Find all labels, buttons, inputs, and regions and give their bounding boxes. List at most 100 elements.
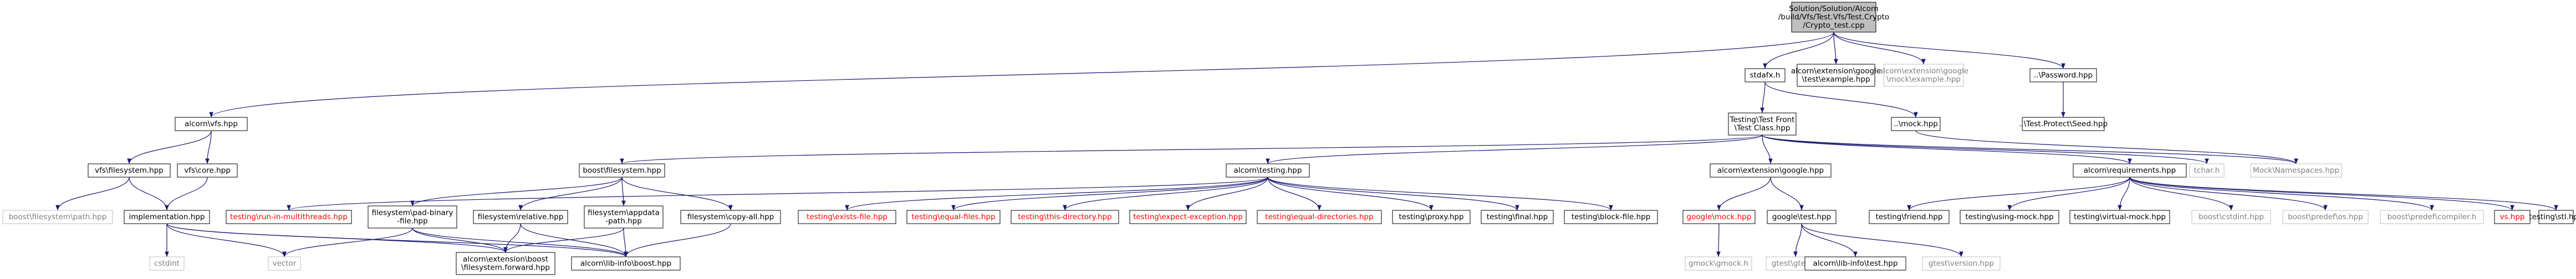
node-label: filesystem\copy-all.hpp	[687, 213, 774, 221]
node-fs-relative[interactable]: filesystem\relative.hpp	[473, 210, 568, 224]
node-box	[473, 210, 568, 224]
node-box	[1481, 210, 1554, 224]
node-box	[268, 256, 301, 271]
node-root[interactable]: Solution/Solution/Alcorn/build/Vfs/Test.…	[1778, 2, 1889, 33]
node-label: google\test.hpp	[1772, 213, 1831, 221]
node-box	[2029, 68, 2097, 82]
node-t-friend[interactable]: testing\friend.hpp	[1869, 210, 1950, 224]
edge-root-to-gtest_example	[1833, 32, 1838, 65]
node-t-block-file[interactable]: testing\block-file.hpp	[1564, 210, 1658, 224]
node-boost-filesystem-hpp[interactable]: boost\filesystem.hpp	[579, 163, 665, 178]
node-box	[571, 256, 681, 271]
node-password[interactable]: ..\Password.hpp	[2029, 68, 2097, 82]
node-label: ..\Test.Protect\Seed.hpp	[2019, 120, 2108, 128]
edge-boost_filesystem_hpp-to-fs_relative	[518, 177, 623, 211]
node-label: -path.hpp	[605, 217, 642, 226]
node-label: Mock\Namespaces.hpp	[2253, 166, 2339, 175]
edge-google_test-to-gtest_gtest	[1793, 223, 1802, 257]
edge-boost_filesystem_hpp-to-fs_pad_binary	[410, 177, 623, 206]
node-label: implementation.hpp	[129, 213, 205, 221]
node-t-final[interactable]: testing\final.hpp	[1481, 210, 1554, 224]
node-label: boost\predef\os.hpp	[2288, 213, 2363, 221]
node-box	[1257, 210, 1382, 224]
node-box	[1804, 256, 1906, 271]
node-alcorn-ext-google[interactable]: alcorn\extension\google.hpp	[1710, 163, 1832, 178]
node-seed-hpp[interactable]: ..\Test.Protect\Seed.hpp	[2019, 117, 2108, 131]
edge-testing_test_front-to-tchar	[1762, 135, 2209, 164]
node-box	[798, 210, 896, 224]
node-google-mock[interactable]: google\mock.hpp	[1682, 210, 1756, 224]
node-fs-copy-all[interactable]: filesystem\copy-all.hpp	[680, 210, 781, 224]
node-boost-predef-os: boost\predef\os.hpp	[2282, 210, 2369, 224]
node-vfs-core[interactable]: vfs\core.hpp	[177, 163, 238, 178]
node-label: boost\cstdint.hpp	[2198, 213, 2264, 221]
node-t-proxy[interactable]: testing\proxy.hpp	[1392, 210, 1471, 224]
node-label: alcorn\extension\boost	[463, 255, 548, 264]
edge-testing_test_front-to-alcorn_ext_google	[1762, 135, 1773, 164]
node-box	[1710, 163, 1832, 178]
node-alcorn-requirements[interactable]: alcorn\requirements.hpp	[2073, 163, 2187, 178]
node-label: \filesystem.forward.hpp	[461, 264, 550, 272]
node-t-equal-directories[interactable]: testing\equal-directories.hpp	[1257, 210, 1382, 224]
edge-google_test-to-lib_info_test	[1801, 223, 1858, 257]
node-box	[680, 210, 781, 224]
node-t-this-directory[interactable]: testing\this-directory.hpp	[1011, 210, 1119, 224]
node-vfs-hpp[interactable]: alcorn\vfs.hpp	[175, 117, 248, 131]
node-t-expect-exception[interactable]: testing\expect-exception.hpp	[1129, 210, 1247, 224]
node-box	[1564, 210, 1658, 224]
node-label: Solution/Solution/Alcorn	[1789, 4, 1879, 13]
node-label: google\mock.hpp	[1687, 213, 1752, 221]
node-box	[2191, 210, 2271, 224]
edge-vfs_hpp-to-vfs_core	[205, 130, 212, 164]
node-lib-info-test[interactable]: alcorn\lib-info\test.hpp	[1804, 256, 1906, 271]
node-mock-hpp[interactable]: ..\mock.hpp	[1891, 117, 1941, 131]
node-lib-info-boost[interactable]: alcorn\lib-info\boost.hpp	[571, 256, 681, 271]
node-vs-hpp[interactable]: vs.hpp	[2494, 210, 2531, 224]
edge-alcorn_testing-to-t_equal_files	[951, 177, 1268, 211]
node-label: filesystem\pad-binary	[372, 209, 453, 218]
node-gtest-example[interactable]: alcorn\extension\google\test\example.hpp	[1791, 64, 1881, 87]
node-box	[1011, 210, 1119, 224]
node-fs-pad-binary[interactable]: filesystem\pad-binary-file.hpp	[368, 205, 457, 229]
node-label: alcorn\testing.hpp	[1234, 166, 1302, 175]
node-box	[226, 210, 352, 224]
node-label: testing\using-mock.hpp	[1965, 213, 2053, 221]
node-box	[149, 256, 185, 271]
edge-testing_test_front-to-boost_filesystem_hpp	[620, 135, 1763, 164]
node-alcorn-testing[interactable]: alcorn\testing.hpp	[1226, 163, 1310, 178]
edge-vfs_hpp-to-vfs_filesystem	[127, 130, 212, 164]
node-box	[1891, 117, 1941, 131]
node-run-in-multithreads[interactable]: testing\run-in-multithreads.hpp	[226, 210, 352, 224]
node-fs-appdata[interactable]: filesystem\appdata-path.hpp	[584, 205, 664, 229]
node-box	[579, 163, 665, 178]
node-t-exists-file[interactable]: testing\exists-file.hpp	[798, 210, 896, 224]
node-box	[2069, 210, 2170, 224]
node-label: testing\run-in-multithreads.hpp	[230, 213, 348, 221]
node-vfs-filesystem[interactable]: vfs\filesystem.hpp	[88, 163, 171, 178]
node-implementation[interactable]: implementation.hpp	[124, 210, 210, 224]
edge-root-to-password	[1833, 32, 2065, 69]
node-testing-test-front[interactable]: Testing\Test Front\Test Class.hpp	[1728, 112, 1797, 136]
edge-google_test-to-gtest_version	[1801, 223, 1963, 257]
node-box	[1767, 210, 1837, 224]
edge-root-to-vfs_hpp	[209, 32, 1834, 118]
node-box	[2538, 210, 2574, 224]
node-t-equal-files[interactable]: testing\equal-files.hpp	[906, 210, 1001, 224]
node-stdafx[interactable]: stdafx.h	[1744, 68, 1786, 82]
node-t-virtual-mock[interactable]: testing\virtual-mock.hpp	[2069, 210, 2170, 224]
node-label: vfs\filesystem.hpp	[95, 166, 164, 175]
node-label: tchar.h	[2194, 166, 2220, 175]
edge-alcorn_testing-to-run_in_multithreads	[287, 177, 1268, 211]
edge-alcorn_testing-to-t_this_directory	[1063, 177, 1268, 211]
node-boost-fs-forward[interactable]: alcorn\extension\boost\filesystem.forwar…	[456, 252, 555, 275]
node-google-test[interactable]: google\test.hpp	[1767, 210, 1837, 224]
edge-implementation-to-vector	[166, 223, 287, 257]
node-label: /build/Vfs/Test.Vfs/Test.Crypto	[1778, 13, 1889, 22]
edge-alcorn_ext_google-to-google_test	[1770, 177, 1804, 211]
node-t-stl[interactable]: testing\stl.hpp	[2529, 210, 2576, 224]
edge-vfs_core-to-implementation	[165, 177, 208, 211]
node-label: testing\block-file.hpp	[1572, 213, 1651, 221]
edge-alcorn_testing-to-t_final	[1267, 177, 1519, 211]
node-t-using-mock[interactable]: testing\using-mock.hpp	[1960, 210, 2059, 224]
